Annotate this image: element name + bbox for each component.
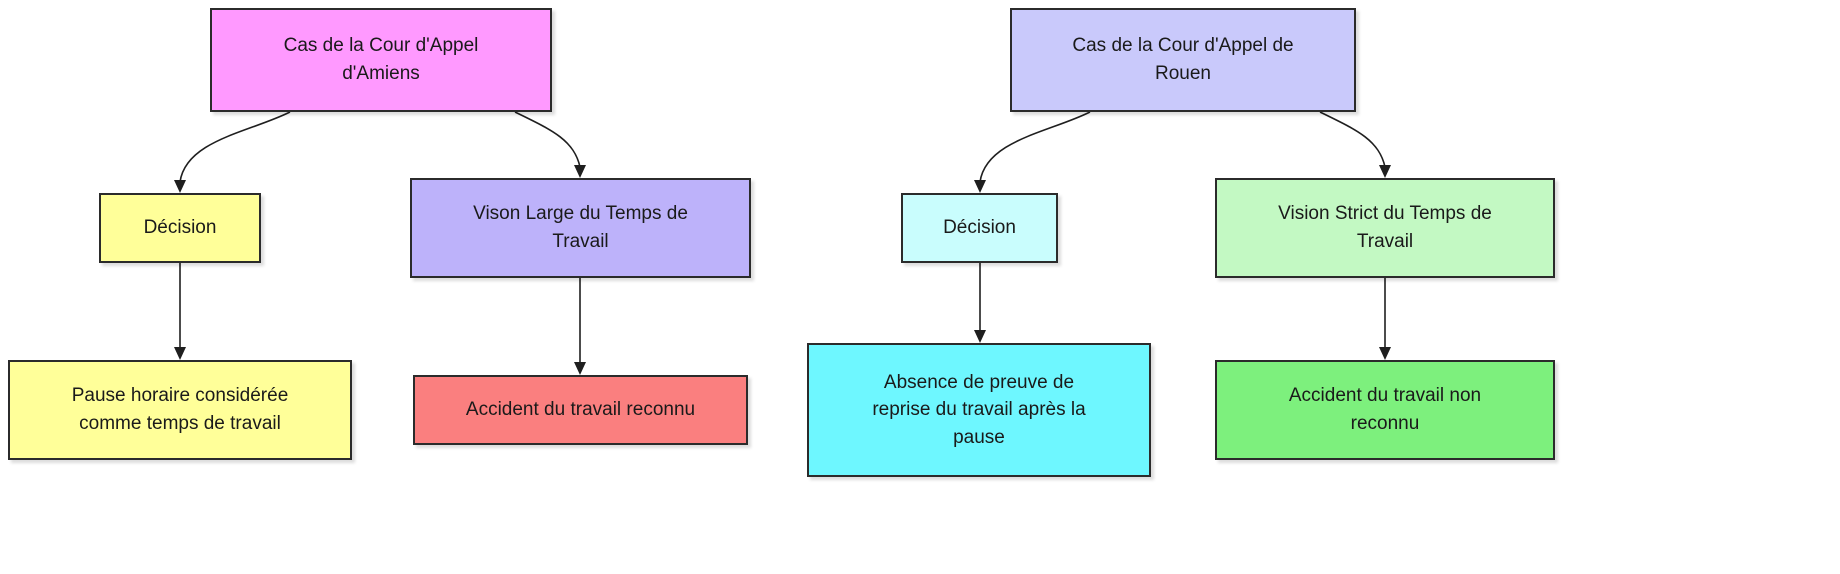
node-rouen-outcome-right-label: Accident du travail non reconnu (1227, 382, 1543, 437)
node-amiens-vision-label: Vison Large du Temps de Travail (422, 200, 739, 255)
node-rouen-decision[interactable]: Décision (901, 193, 1058, 263)
edge-amiens-vision-to-outcome (574, 278, 586, 375)
node-amiens-vision-line1: Vison Large du Temps de (473, 203, 688, 225)
edge-amiens-decision-to-outcome (174, 263, 186, 360)
edge-amiens-root-to-vision (514, 111, 586, 178)
node-amiens-root[interactable]: Cas de la Cour d'Appel d'Amiens (210, 8, 552, 112)
node-amiens-vision[interactable]: Vison Large du Temps de Travail (410, 178, 751, 278)
edge-rouen-vision-to-outcome (1379, 278, 1391, 360)
node-amiens-vision-line2: Travail (552, 231, 609, 252)
node-rouen-vision-line1: Vision Strict du Temps de (1278, 203, 1492, 225)
node-amiens-outcome-left-line1: Pause horaire considérée (71, 385, 289, 407)
node-amiens-outcome-left-label: Pause horaire considérée comme temps de … (20, 382, 340, 437)
node-rouen-root[interactable]: Cas de la Cour d'Appel de Rouen (1010, 8, 1356, 112)
node-rouen-outcome-left[interactable]: Absence de preuve de reprise du travail … (807, 343, 1151, 477)
edge-amiens-root-to-decision (174, 111, 291, 193)
node-rouen-vision-line2: Travail (1356, 231, 1414, 252)
node-rouen-vision[interactable]: Vision Strict du Temps de Travail (1215, 178, 1555, 278)
node-rouen-outcome-right[interactable]: Accident du travail non reconnu (1215, 360, 1555, 460)
node-rouen-outcome-left-line1: Absence de preuve de (883, 371, 1075, 393)
node-amiens-decision[interactable]: Décision (99, 193, 261, 263)
edge-rouen-root-to-decision (974, 111, 1091, 193)
node-rouen-outcome-left-line2: reprise du travail après la (872, 399, 1086, 421)
node-amiens-root-line2: d'Amiens (342, 63, 420, 84)
node-rouen-outcome-left-line3: pause (953, 426, 1005, 448)
node-amiens-outcome-right[interactable]: Accident du travail reconnu (413, 375, 748, 445)
node-rouen-root-line2: Rouen (1155, 63, 1211, 84)
node-rouen-outcome-left-label: Absence de preuve de reprise du travail … (819, 369, 1139, 452)
node-rouen-root-line1: Cas de la Cour d'Appel de (1072, 35, 1294, 57)
node-rouen-decision-label: Décision (943, 217, 1016, 239)
node-amiens-decision-label: Décision (143, 217, 217, 239)
node-amiens-outcome-right-label: Accident du travail reconnu (465, 399, 696, 421)
node-rouen-outcome-right-line2: reconnu (1350, 413, 1420, 434)
node-rouen-outcome-right-line1: Accident du travail non (1288, 385, 1482, 407)
node-rouen-vision-label: Vision Strict du Temps de Travail (1227, 200, 1543, 255)
node-amiens-outcome-left[interactable]: Pause horaire considérée comme temps de … (8, 360, 352, 460)
node-amiens-root-label: Cas de la Cour d'Appel d'Amiens (222, 32, 540, 87)
node-rouen-root-label: Cas de la Cour d'Appel de Rouen (1022, 32, 1344, 87)
edge-rouen-root-to-vision (1319, 111, 1391, 178)
edge-rouen-decision-to-outcome (974, 263, 986, 343)
node-amiens-root-line1: Cas de la Cour d'Appel (283, 35, 479, 57)
node-amiens-outcome-left-line2: comme temps de travail (79, 413, 281, 434)
